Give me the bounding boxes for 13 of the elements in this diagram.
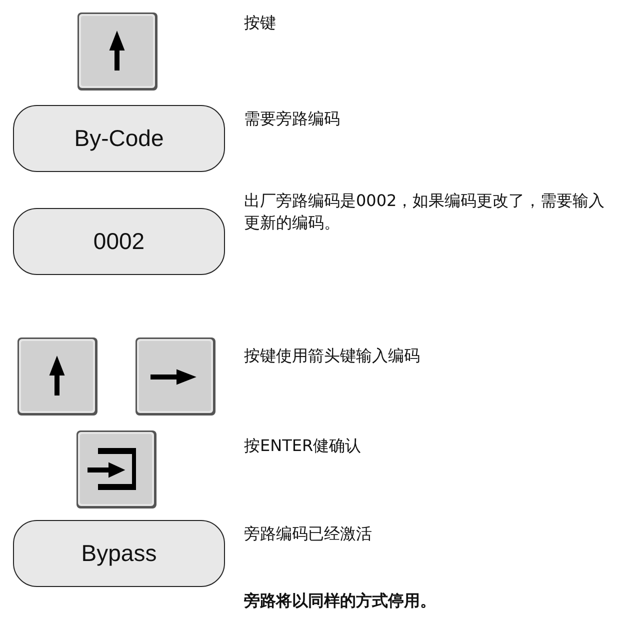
step-description: 按键使用箭头键输入编码 [244,345,421,367]
display-text: Bypass [81,540,157,567]
note: 旁路将以同样的方式停用。 [244,590,437,612]
step-description: 按键 [244,12,277,34]
display-text: By-Code [74,125,164,152]
step-description: 出厂旁路编码是0002，如果编码更改了，需要输入更新的编码。 [244,190,606,234]
step-description: 旁路编码已经激活 [244,523,373,545]
display-screen [13,520,225,587]
step-description: 按ENTER健确认 [244,435,362,457]
step-description: 需要旁路编码 [244,108,341,130]
display-screen [13,105,225,172]
display-text: 0002 [93,228,145,255]
display-screen [13,208,225,275]
